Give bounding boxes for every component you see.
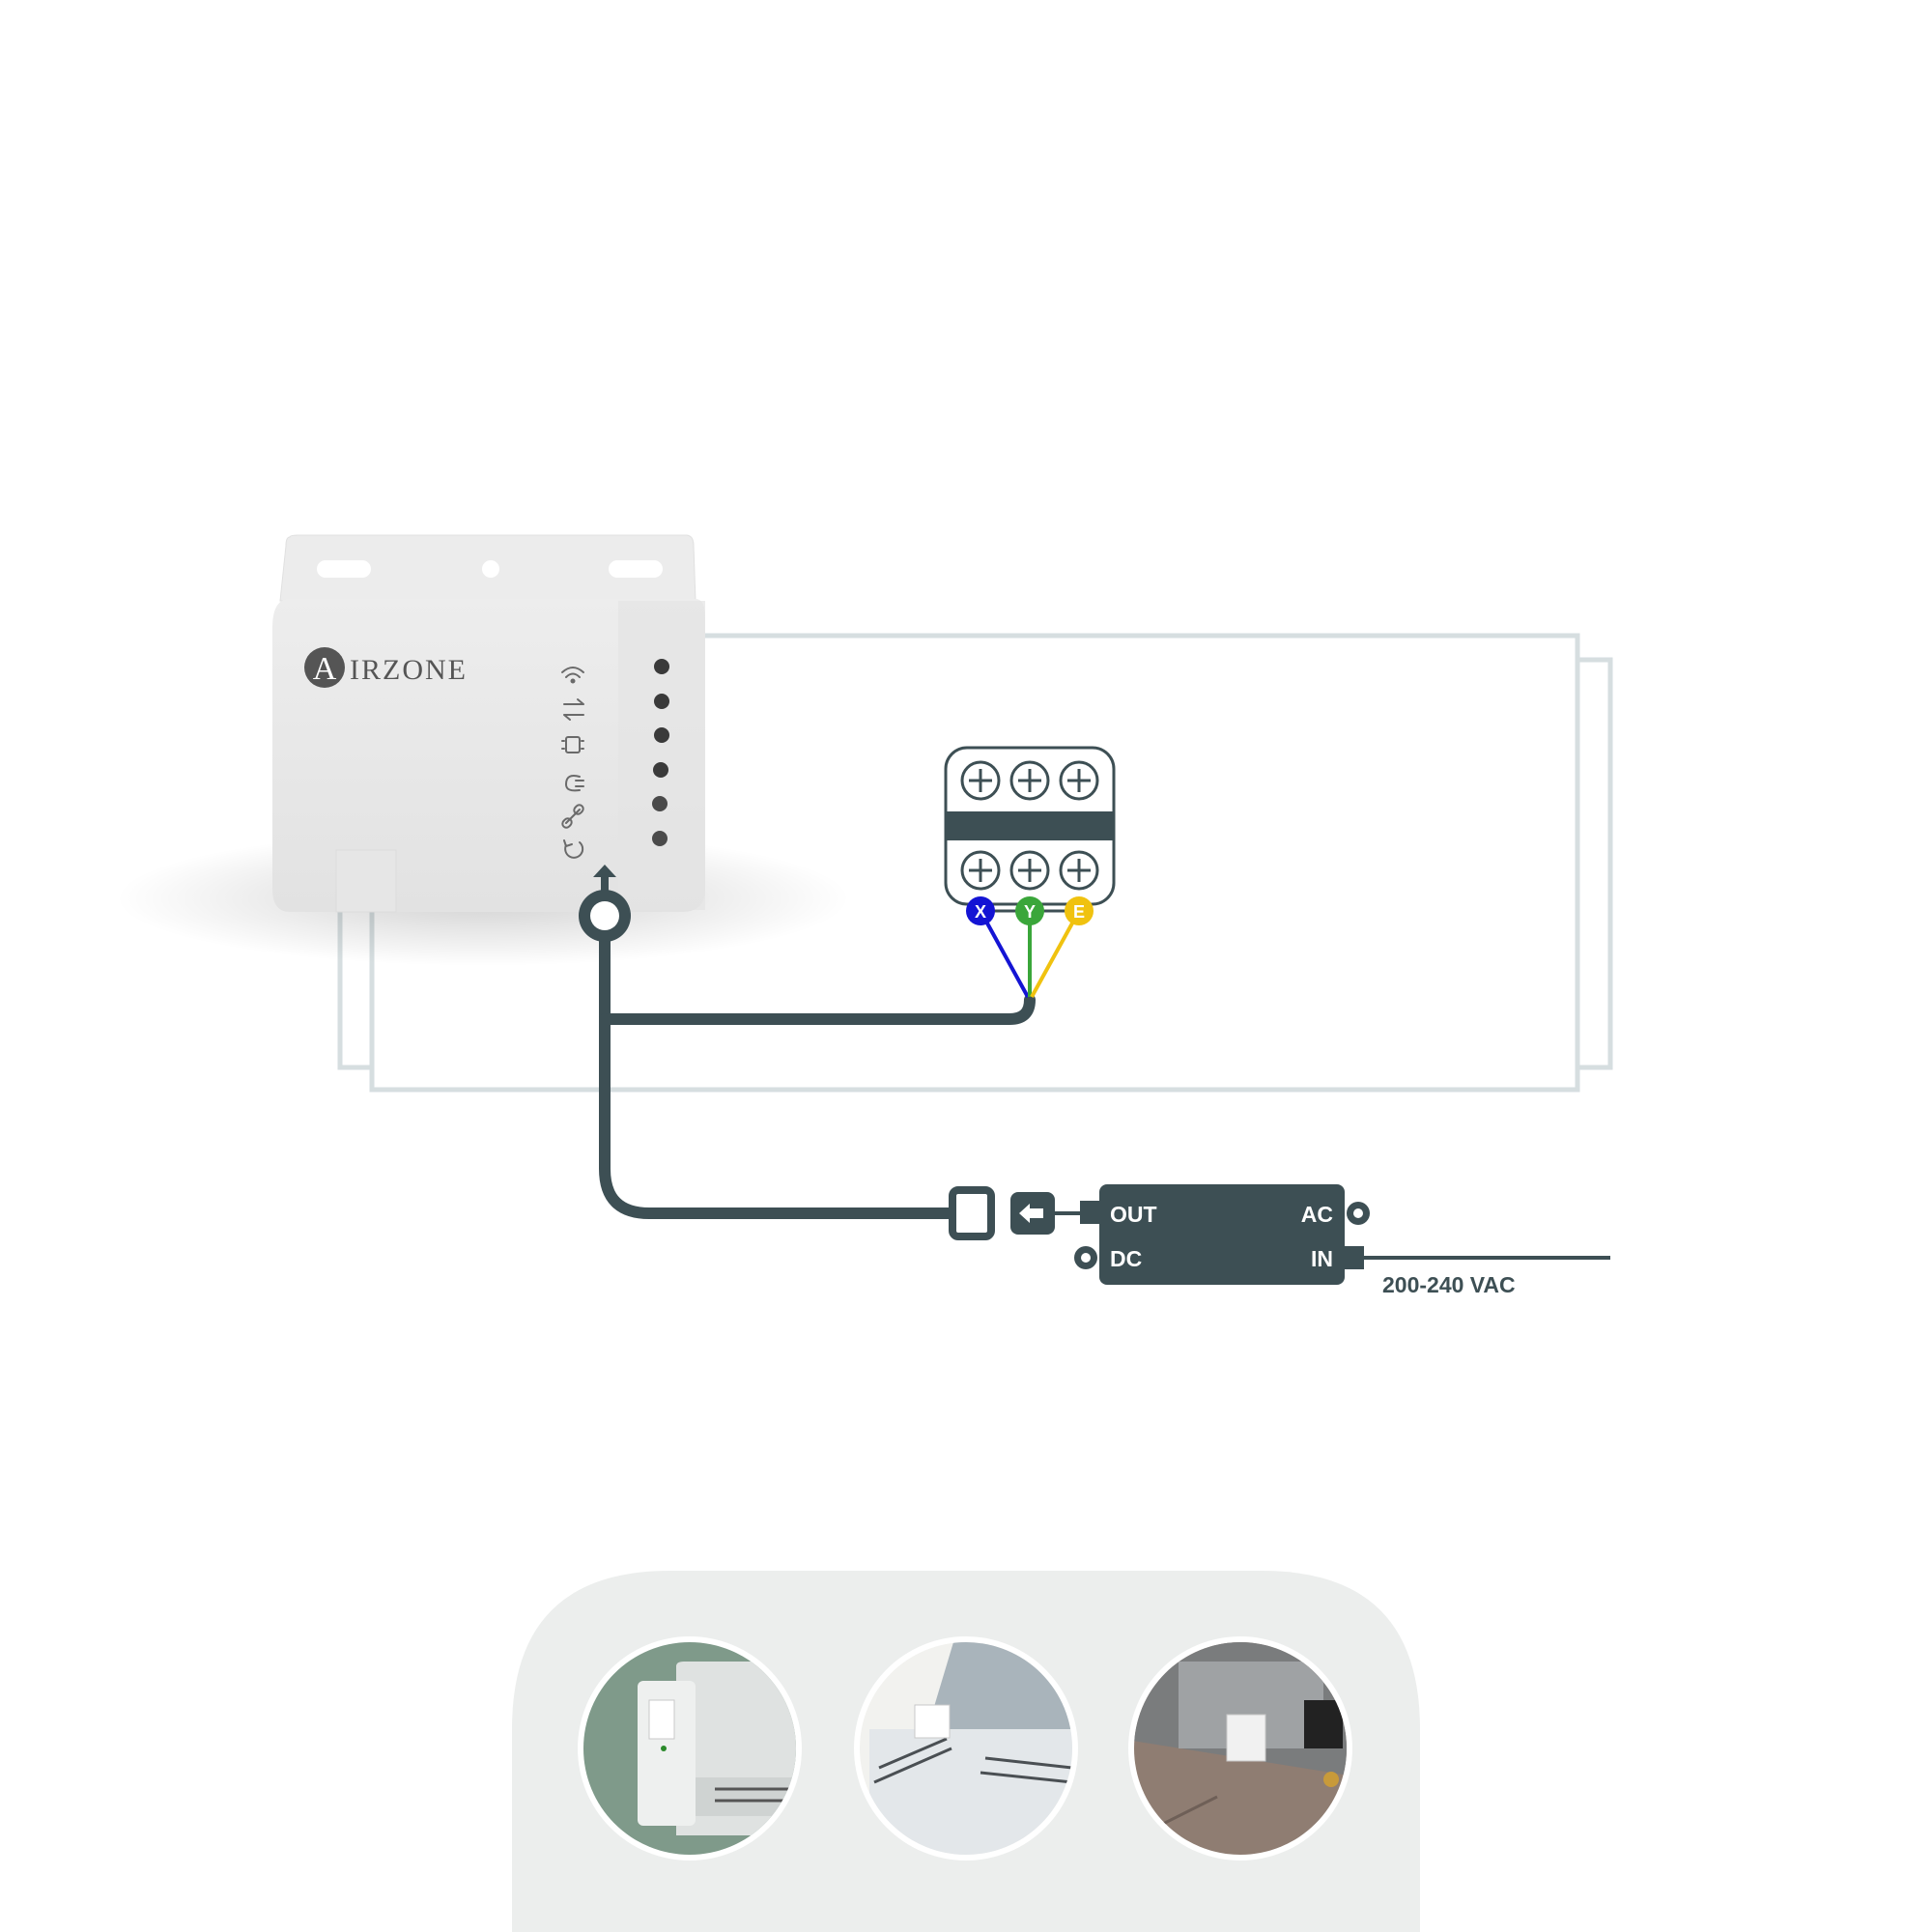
connector-x: X	[966, 896, 995, 925]
arrow-left-icon	[1019, 1204, 1043, 1223]
plug-icon	[564, 775, 584, 792]
in-label: IN	[1311, 1246, 1333, 1271]
led-4	[653, 762, 668, 778]
link-icon	[561, 804, 584, 829]
connector-x-label: X	[975, 902, 986, 922]
ac-unit-side	[1575, 657, 1613, 1070]
wire-e	[1030, 910, 1081, 998]
mounting-slot-right	[609, 560, 663, 578]
bus-cable	[599, 912, 1036, 1025]
logo-initial: A	[313, 651, 337, 687]
terminal-block	[944, 746, 1116, 906]
connector-y-label: Y	[1024, 902, 1036, 922]
cables	[599, 912, 1036, 1219]
connector-y: Y	[1015, 896, 1044, 925]
wire-x	[979, 910, 1030, 998]
dc-plug	[949, 1186, 995, 1240]
wall-mounted-unit-photo	[578, 1636, 802, 1861]
power-supply: OUT DC AC IN	[1074, 1184, 1370, 1285]
logo-text: IRZONE	[350, 654, 468, 686]
reset-icon	[563, 839, 584, 859]
device-port	[579, 865, 631, 942]
ac-label: AC	[1301, 1202, 1333, 1227]
dc-label: DC	[1110, 1246, 1142, 1271]
connector-e: E	[1065, 896, 1094, 925]
power-cable	[599, 1013, 957, 1219]
led-3	[654, 727, 669, 743]
connector-e-label: E	[1073, 902, 1085, 922]
mounting-slot-left	[317, 560, 371, 578]
led-2	[654, 694, 669, 709]
status-leds	[652, 659, 669, 846]
airzone-device	[272, 534, 705, 913]
mounting-hole	[482, 560, 499, 578]
led-1	[654, 659, 669, 674]
out-label: OUT	[1110, 1202, 1157, 1227]
ducted-unit-photo	[1128, 1636, 1352, 1861]
transfer-arrows-icon	[563, 698, 584, 721]
voltage-label: 200-240 VAC	[1382, 1272, 1516, 1297]
cassette-unit-photo	[854, 1636, 1078, 1861]
led-5	[652, 796, 668, 811]
led-6	[652, 831, 668, 846]
airzone-logo: A IRZONE	[304, 647, 468, 688]
chip-icon	[561, 736, 584, 753]
dc-socket	[1010, 1192, 1055, 1235]
wifi-icon	[561, 667, 584, 684]
